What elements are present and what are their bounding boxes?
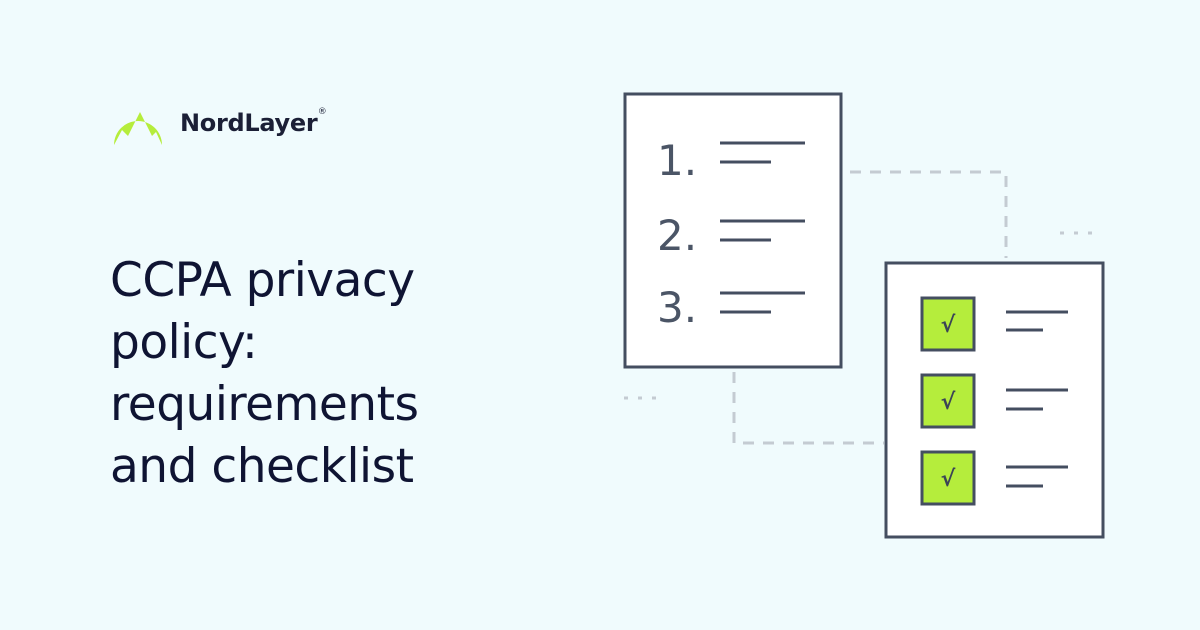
list-number: 2. bbox=[657, 211, 697, 260]
registered-mark: ® bbox=[317, 107, 327, 117]
checkmark-icon: √ bbox=[941, 313, 956, 338]
headline-line: and checklist bbox=[110, 439, 414, 494]
checkbox-checked bbox=[920, 373, 976, 429]
checkmark-icon: √ bbox=[941, 390, 956, 415]
connector-bottom bbox=[732, 372, 884, 445]
checklist-document: √ √ √ bbox=[884, 261, 1105, 539]
connector-lines bbox=[732, 170, 1008, 445]
headline-line: requirements bbox=[110, 377, 419, 432]
checklist-document-frame bbox=[884, 261, 1105, 539]
page-headline: CCPA privacy policy: requirements and ch… bbox=[110, 250, 530, 498]
checkmark-icon: √ bbox=[941, 467, 956, 492]
numbered-list-document: 1. 2. 3. bbox=[623, 92, 843, 369]
headline-line: CCPA privacy bbox=[110, 253, 415, 308]
brand-logo: NordLayer® bbox=[110, 100, 327, 146]
checkbox-checked bbox=[920, 450, 976, 506]
list-number: 3. bbox=[657, 283, 697, 332]
brand-name: NordLayer® bbox=[180, 107, 327, 137]
checkbox-checked bbox=[920, 296, 976, 352]
numbered-document-frame bbox=[623, 92, 843, 369]
headline-line: policy: bbox=[110, 315, 258, 370]
nordlayer-mountain-logo-icon bbox=[114, 112, 162, 145]
connector-top bbox=[850, 170, 1008, 258]
list-number: 1. bbox=[657, 136, 697, 185]
